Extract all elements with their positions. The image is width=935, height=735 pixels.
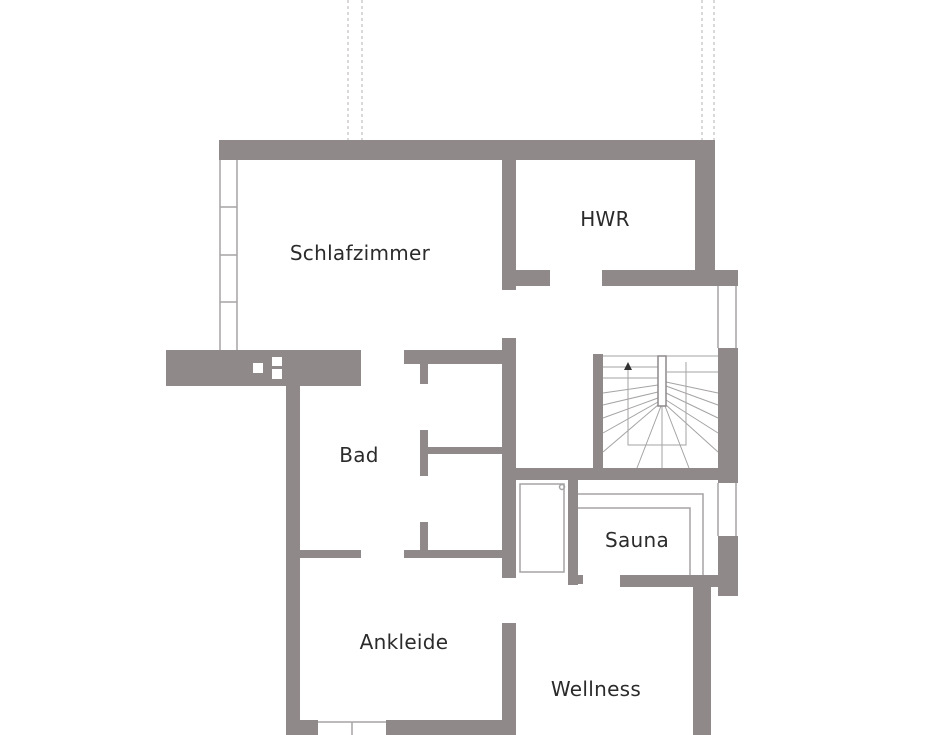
walls <box>166 140 738 735</box>
room-label-wellness: Wellness <box>550 677 642 701</box>
room-label-hwr: HWR <box>580 207 630 231</box>
room-label-bad: Bad <box>339 443 379 467</box>
arrow-up-icon <box>624 362 632 370</box>
sauna-benches <box>578 493 704 575</box>
shaft-openings <box>253 357 282 379</box>
room-label-sauna: Sauna <box>604 528 670 552</box>
window-frames <box>219 160 737 735</box>
room-label-ankleide: Ankleide <box>359 630 449 654</box>
shower <box>519 483 566 573</box>
stair-well <box>657 355 667 407</box>
terrace-dashed-lines <box>347 0 715 140</box>
room-label-schlafzimmer: Schlafzimmer <box>289 241 431 265</box>
